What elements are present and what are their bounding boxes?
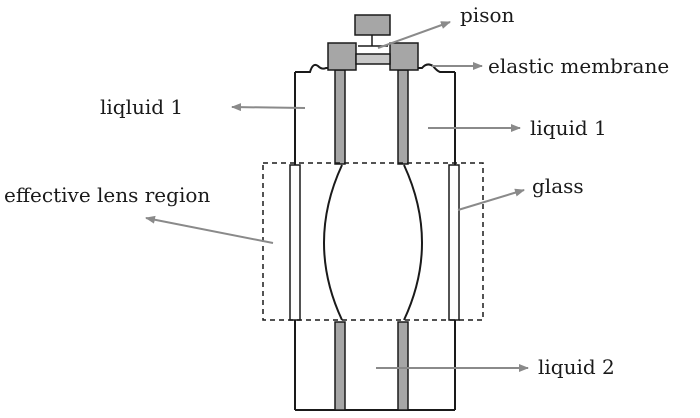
arrow-piston — [377, 21, 451, 49]
piston-head — [354, 14, 391, 36]
housing-top-edge-left — [295, 63, 330, 73]
label-liquid1-right: liquid 1 — [530, 116, 607, 140]
label-effective-lens-region: effective lens region — [4, 183, 210, 207]
right-tube-upper — [397, 69, 409, 165]
elastic-membrane-strip — [355, 53, 391, 65]
left-tube-upper — [334, 69, 346, 165]
label-glass: glass — [532, 174, 584, 198]
arrow-liquid1-left — [231, 103, 306, 112]
diagram-labels: pison elastic membrane liqluid 1 liquid … — [4, 3, 669, 379]
arrow-lens-region — [145, 215, 274, 244]
label-liquid1-left: liqluid 1 — [100, 95, 183, 119]
glass-panels — [289, 164, 460, 321]
inner-tubes-lower — [334, 321, 409, 411]
right-tube-lower — [397, 321, 409, 411]
lens-interface — [323, 164, 423, 321]
arrow-glass — [457, 188, 525, 211]
piston-block-left — [327, 42, 357, 71]
lens-housing — [294, 63, 456, 411]
label-liquid2: liquid 2 — [538, 355, 615, 379]
label-piston: pison — [460, 3, 515, 27]
label-arrows — [145, 21, 529, 372]
inner-tubes-upper — [334, 69, 409, 165]
piston-block-right — [389, 42, 419, 71]
glass-right — [448, 164, 460, 321]
glass-left — [289, 164, 301, 321]
label-elastic-membrane: elastic membrane — [488, 54, 669, 78]
piston-assembly — [327, 14, 419, 71]
left-tube-lower — [334, 321, 346, 411]
